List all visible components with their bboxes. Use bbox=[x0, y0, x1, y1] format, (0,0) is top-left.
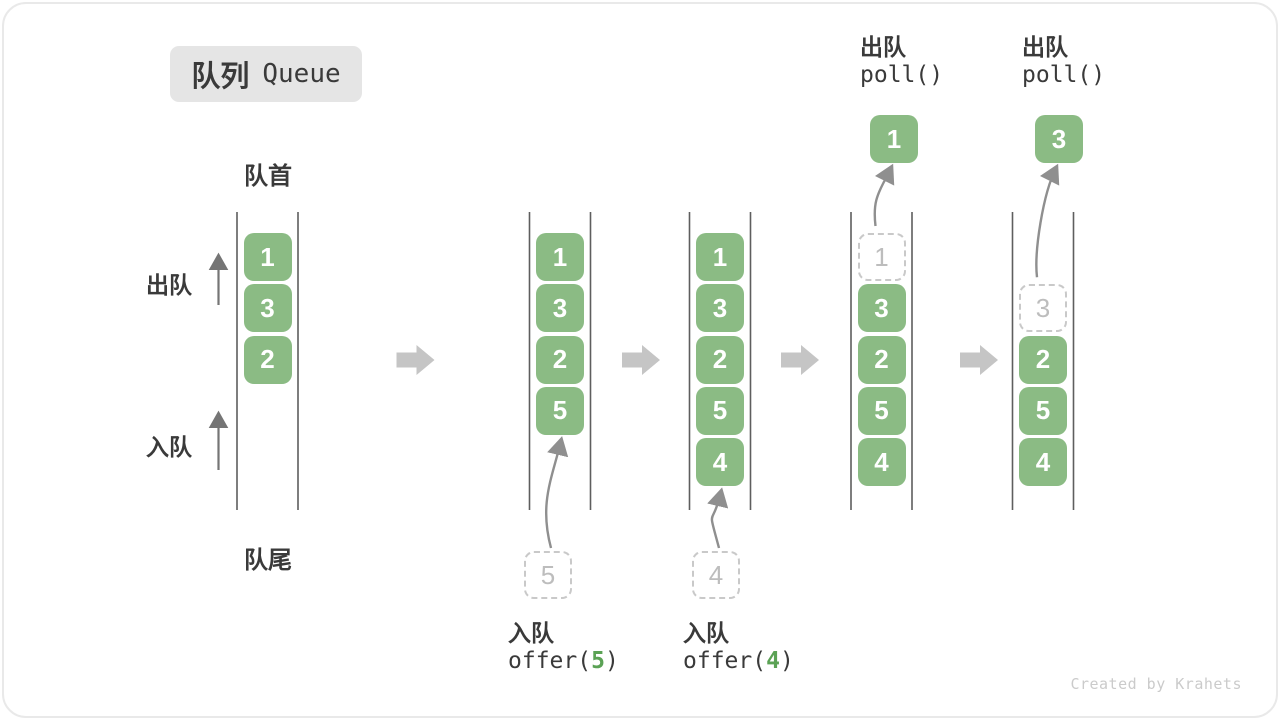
enqueue-side-label: 入队 bbox=[146, 434, 192, 460]
enqueue-op-code: offer(4) bbox=[683, 648, 794, 674]
queue-cell: 5 bbox=[857, 386, 906, 435]
queue-cell: 1 bbox=[536, 233, 584, 281]
enqueue-arrow bbox=[544, 436, 569, 549]
dequeue-side-label: 出队 bbox=[146, 272, 192, 298]
queue-cell: 2 bbox=[1019, 335, 1067, 384]
enqueue-arg: 4 bbox=[766, 648, 780, 674]
step-arrow-icon bbox=[396, 345, 435, 375]
watermark: Created by Krahets bbox=[1070, 675, 1242, 693]
queue-cell: 3 bbox=[857, 284, 906, 333]
queue-cell-ghost: 3 bbox=[1019, 284, 1067, 333]
pending-enqueue-cell: 5 bbox=[524, 551, 572, 599]
queue-cell: 4 bbox=[857, 438, 906, 486]
dequeue-arrow bbox=[1035, 163, 1060, 278]
pending-enqueue-cell: 4 bbox=[692, 551, 740, 599]
title-en: Queue bbox=[262, 59, 341, 89]
enqueue-arrow bbox=[707, 487, 729, 549]
queue-cell: 3 bbox=[243, 284, 292, 333]
dequeue-op-label: 出队 bbox=[1022, 34, 1068, 60]
step-arrow-icon bbox=[960, 345, 998, 375]
enqueue-op-label: 入队 bbox=[683, 620, 729, 646]
enqueue-arg: 5 bbox=[591, 648, 605, 674]
enqueue-op-code: offer(5) bbox=[508, 648, 619, 674]
dequeue-op-code: poll() bbox=[1022, 62, 1106, 88]
queue-cell: 2 bbox=[857, 335, 906, 384]
queue-cell: 2 bbox=[536, 335, 584, 384]
title-zh: 队列 bbox=[191, 61, 250, 93]
queue-rear-label: 队尾 bbox=[244, 547, 292, 574]
queue-cell: 5 bbox=[696, 386, 744, 435]
queue-cell: 1 bbox=[696, 233, 744, 281]
queue-cell: 1 bbox=[243, 233, 292, 281]
popped-cell: 1 bbox=[870, 115, 918, 163]
title-badge: 队列 Queue bbox=[170, 46, 362, 102]
dequeue-arrow bbox=[873, 163, 895, 227]
queue-cell: 5 bbox=[1019, 386, 1067, 435]
dequeue-op-code: poll() bbox=[860, 62, 944, 88]
queue-cell-ghost: 1 bbox=[857, 233, 906, 281]
dequeue-op-label: 出队 bbox=[860, 34, 906, 60]
queue-cell: 3 bbox=[536, 284, 584, 333]
queue-cell: 3 bbox=[696, 284, 744, 333]
queue-cell: 2 bbox=[243, 335, 292, 384]
queue-cell: 2 bbox=[696, 335, 744, 384]
enqueue-op-label: 入队 bbox=[508, 620, 554, 646]
step-arrow-icon bbox=[781, 345, 819, 375]
queue-cell: 4 bbox=[696, 438, 744, 486]
queue-front-label: 队首 bbox=[244, 163, 292, 190]
popped-cell: 3 bbox=[1035, 115, 1083, 163]
step-arrow-icon bbox=[622, 345, 660, 375]
queue-cell: 4 bbox=[1019, 438, 1067, 486]
queue-cell: 5 bbox=[536, 386, 584, 435]
